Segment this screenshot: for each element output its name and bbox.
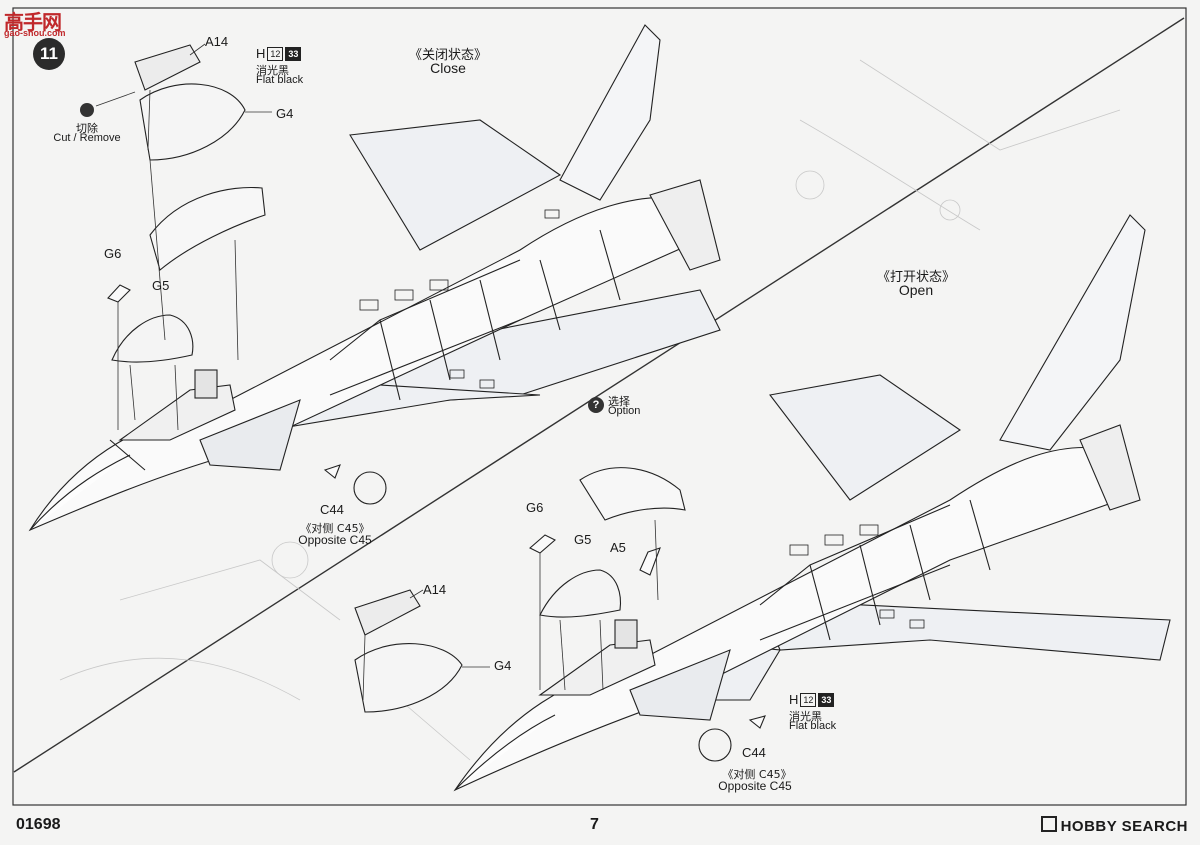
publisher-mark: HOBBY SEARCH	[1040, 816, 1188, 835]
option-icon: ?	[588, 397, 604, 413]
option-label-cn: 选择	[608, 395, 630, 408]
part-g6-close	[107, 284, 131, 303]
open-title-en: Open	[898, 282, 934, 298]
part-g4-close	[139, 83, 246, 161]
paint-name-cn-open: 消光黑	[789, 710, 822, 723]
paint-name-en-open: Flat black	[789, 720, 837, 732]
paint-callout-close: H 12 33	[256, 46, 302, 61]
label-c45-en-open: Opposite C45	[718, 779, 792, 793]
label-g5-open: G5	[574, 532, 592, 547]
part-c44-open	[748, 715, 766, 729]
parts-close	[107, 44, 387, 505]
label-a5-open: A5	[610, 540, 626, 555]
leader-lines-close	[95, 43, 272, 431]
label-g5-close: G5	[152, 278, 170, 293]
label-c45-cn-open: 《对侧 C45》	[722, 768, 792, 781]
label-a14-close: A14	[205, 34, 229, 49]
paint-number-2-open: 33	[818, 692, 835, 707]
open-title-cn: 《打开状态》	[876, 270, 955, 285]
kit-number: 01698	[16, 816, 61, 833]
paint-code: H	[256, 46, 266, 61]
label-c45-en-close: Opposite C45	[298, 533, 372, 547]
leader-lines-open	[362, 519, 659, 701]
paint-number-1: 12	[267, 46, 284, 61]
label-a14-open: A14	[423, 582, 447, 597]
cut-remove-icon	[80, 103, 94, 117]
paint-name-cn-close: 消光黑	[256, 64, 289, 77]
label-g4-close: G4	[276, 106, 294, 121]
paint-name-en-close: Flat black	[256, 74, 304, 86]
aircraft-open	[453, 214, 1171, 792]
option-label-en: Option	[608, 405, 641, 417]
close-title-en: Close	[430, 60, 466, 76]
part-a14-close	[134, 44, 201, 91]
background-ghost-art	[59, 59, 1121, 761]
parts-open	[354, 467, 766, 762]
label-g4-open: G4	[494, 658, 512, 673]
part-canopy-open	[579, 467, 686, 521]
step-number-badge: 11	[33, 38, 65, 70]
part-g4-open	[354, 643, 463, 713]
part-canopy-close	[149, 186, 266, 271]
page-frame	[12, 7, 1187, 806]
publisher-icon	[1040, 816, 1057, 832]
part-c44-close	[323, 464, 341, 479]
label-c45-cn-close: 《对侧 C45》	[300, 522, 370, 535]
page-number: 7	[590, 816, 599, 833]
part-a14-open	[354, 589, 421, 636]
part-g6-open	[529, 534, 556, 554]
paint-callout-open: H 12 33	[789, 692, 835, 707]
label-c44-close: C44	[320, 502, 344, 517]
publisher-name: HOBBY SEARCH	[1060, 818, 1188, 835]
label-c44-open: C44	[742, 745, 766, 760]
brand-logo-text: 高手网	[4, 10, 62, 34]
paint-number-2: 33	[285, 46, 302, 61]
c45-detail-circle	[353, 471, 387, 505]
section-divider	[13, 17, 1185, 773]
close-title-cn: 《关闭状态》	[408, 48, 487, 63]
paint-code-open: H	[789, 692, 799, 707]
paint-number-1-open: 12	[800, 692, 817, 707]
aircraft-close	[28, 24, 721, 532]
part-g5-open	[539, 569, 622, 618]
label-g6-open: G6	[526, 500, 544, 515]
cut-label-en: Cut / Remove	[53, 132, 121, 144]
brand-logo-url: gao-shou.com	[4, 28, 66, 38]
label-g6-close: G6	[104, 246, 122, 261]
part-g5-close	[111, 314, 194, 363]
cut-label-cn: 切除	[76, 122, 98, 135]
